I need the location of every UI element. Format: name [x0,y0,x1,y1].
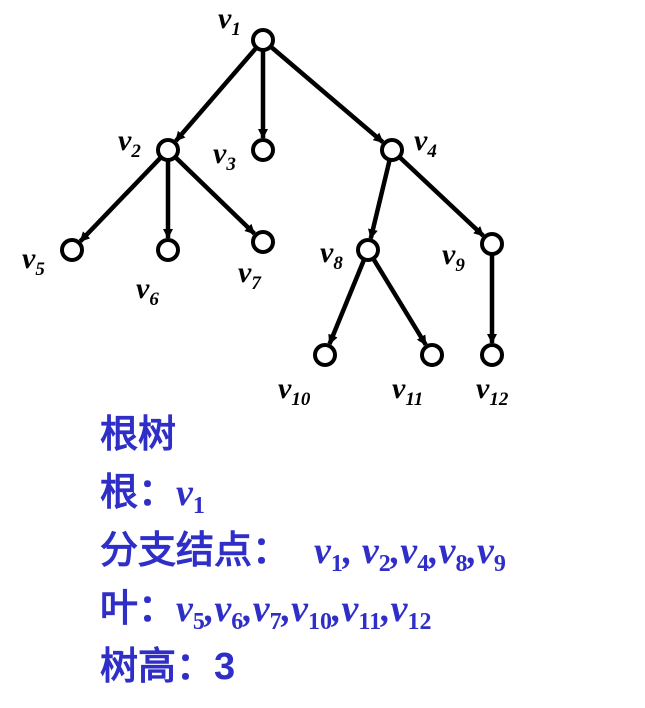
vertex-ref: v1 [176,472,205,519]
node-v10 [313,343,337,367]
tree-height-label: 树高： [100,644,215,688]
edge-v2-v7 [173,155,256,236]
node-label-v4: v4 [414,124,437,162]
edge-v1-v2 [174,46,259,143]
node-v5 [60,238,84,262]
branch-nodes-line: 分支结点： v1, v2,v4,v8,v9 [100,526,506,588]
node-label-v7: v7 [238,256,262,294]
node-label-v2: v2 [118,124,141,162]
vertex-ref: v6 [214,588,244,635]
vertex-ref: v11 [341,588,382,635]
root-value: v1 [176,472,205,519]
vertex-ref: v9 [477,530,506,577]
tree-height-value: 3 [214,646,236,688]
branch-nodes-values: v1, v2,v4,v8,v9 [314,530,506,577]
leaf-nodes-line: 叶：v5,v6,v7,v10,v11,v12 [100,584,431,646]
edge-v8-v10 [327,258,367,345]
node-label-v10: v10 [278,372,311,410]
edge-v2-v5 [78,155,163,243]
node-v1 [251,28,275,52]
vertex-ref: v7 [252,588,282,635]
leaf-nodes-label: 叶： [100,586,177,630]
node-v4 [380,138,404,162]
tree-height-line: 树高：3 [100,642,235,691]
edge-v8-v11 [371,257,428,346]
heading-rooted-tree: 根树 [100,412,177,456]
node-v12 [480,343,504,367]
vertex-ref: v5 [176,588,205,635]
node-label-v6: v6 [136,272,159,310]
node-label-v5: v5 [22,242,45,280]
node-label-v12: v12 [476,372,509,410]
node-v6 [156,238,180,262]
node-v2 [156,138,180,162]
edge-v1-v4 [269,44,385,144]
node-v3 [251,138,275,162]
node-label-v3: v3 [213,137,236,175]
vertex-ref: v12 [390,588,432,635]
rooted-tree-diagram: v1 v2 v3 v4 v5 v6 v7 v8 v9 v10 v11 v12 [22,2,509,410]
vertex-ref: v10 [291,588,333,635]
node-v9 [480,232,504,256]
node-label-v8: v8 [320,236,343,274]
node-label-v1: v1 [218,2,241,40]
edge-v4-v8 [368,159,392,240]
root-label: 根： [100,470,177,514]
node-label-v11: v11 [392,372,423,410]
edge-v4-v9 [397,155,485,238]
node-label-v9: v9 [442,238,465,276]
vertex-ref: v8 [438,530,468,577]
vertex-ref: v1 [314,530,343,577]
node-v8 [356,238,380,262]
node-v7 [251,230,275,254]
leaf-nodes-values: v5,v6,v7,v10,v11,v12 [176,588,432,635]
root-line: 根：v1 [100,468,205,530]
branch-nodes-label: 分支结点： [100,528,291,572]
vertex-ref: v2 [361,530,391,577]
vertex-ref: v4 [400,530,430,577]
node-v11 [420,343,444,367]
